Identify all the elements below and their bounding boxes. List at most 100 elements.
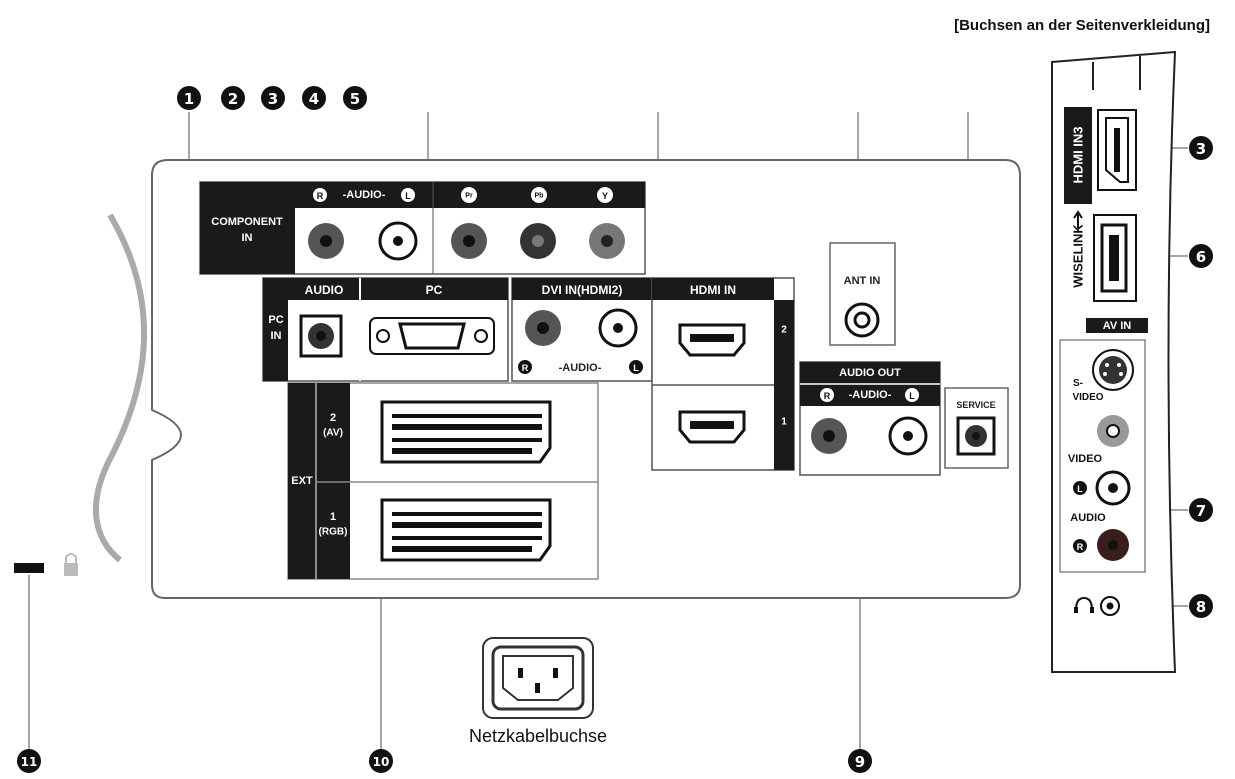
dvi-audio-r-jack — [525, 310, 561, 346]
component-in-block: COMPONENT IN R -AUDIO- L Pr Pb Y — [199, 181, 646, 275]
dvi-audio-label: -AUDIO- — [559, 362, 602, 374]
cable-curve — [92, 213, 148, 563]
side-wiselink-label: WISELINK — [1071, 224, 1086, 288]
hdmi-port-2 — [678, 323, 746, 357]
callout-1: 1 — [184, 90, 194, 108]
audio-out-block: AUDIO OUT R -AUDIO- L — [799, 361, 941, 476]
headphone-icon — [1074, 596, 1094, 613]
side-panel-title: [Buchsen an der Seitenverkleidung] — [954, 17, 1210, 34]
audio-out-sub: -AUDIO- — [849, 389, 892, 401]
audio-out-r-jack — [811, 418, 847, 454]
component-badge-r: R — [317, 191, 324, 201]
dvi-in-block: DVI IN(HDMI2) R -AUDIO- L — [511, 277, 653, 382]
pc-header: PC — [426, 283, 443, 297]
ext-block: EXT 2 (AV) 1 (RGB) — [287, 382, 599, 580]
pc-label-2: IN — [271, 330, 282, 342]
ext-label: EXT — [291, 475, 313, 487]
side-svideo-label-2: VIDEO — [1072, 392, 1103, 403]
component-pb: Pb — [535, 193, 544, 200]
callout-3-badge — [261, 86, 285, 110]
callout-3: 3 — [268, 90, 278, 108]
audio-out-header: AUDIO OUT — [839, 367, 901, 379]
power-socket — [482, 637, 594, 719]
component-audio-r-jack — [308, 223, 344, 259]
ext-port2-line1: 2 — [330, 412, 336, 424]
side-usb-port — [1093, 214, 1137, 302]
usb-icon — [1073, 210, 1083, 228]
pc-label-1: PC — [268, 314, 283, 326]
side-badge-l: L — [1077, 484, 1083, 494]
callout-8-badge — [1189, 594, 1213, 618]
side-hdmi3-port — [1097, 109, 1137, 191]
ant-label: ANT IN — [844, 275, 881, 287]
callout-10: 10 — [373, 755, 390, 769]
callout-2-badge — [221, 86, 245, 110]
side-svideo-label-1: S- — [1073, 378, 1083, 389]
callout-row: 1 2 3 4 5 — [177, 86, 367, 110]
dvi-badge-r: R — [522, 363, 529, 373]
ext-port2-line2: (AV) — [323, 428, 343, 439]
scart-port-1 — [380, 498, 552, 562]
component-y-jack — [589, 223, 625, 259]
audio-out-badge-l: L — [909, 391, 915, 401]
service-block: SERVICE — [944, 387, 1009, 469]
component-pr: Pr — [465, 193, 473, 200]
side-svideo-port — [1092, 349, 1134, 391]
callout-1-badge — [177, 86, 201, 110]
side-badge-r: R — [1077, 542, 1084, 552]
callout-6: 6 — [1196, 248, 1206, 266]
component-label-1: COMPONENT — [211, 216, 283, 228]
callout-5-badge — [343, 86, 367, 110]
power-label: Netzkabelbuchse — [469, 726, 607, 746]
hdmi-port-1-label: 1 — [781, 417, 787, 428]
callout-11: 11 — [21, 755, 38, 769]
callout-6-badge — [1189, 244, 1213, 268]
callout-11-badge — [17, 749, 41, 773]
callout-4-badge — [302, 86, 326, 110]
hdmi-header: HDMI IN — [690, 283, 736, 297]
ext-port1-line2: (RGB) — [319, 527, 348, 538]
side-av-in-label: AV IN — [1103, 320, 1132, 332]
side-video-label: VIDEO — [1068, 453, 1103, 465]
component-y: Y — [602, 191, 608, 201]
dvi-audio-l-jack — [598, 308, 638, 348]
ext-port1-line1: 1 — [330, 511, 336, 523]
side-audio-label: AUDIO — [1070, 512, 1106, 524]
dvi-header: DVI IN(HDMI2) — [542, 283, 623, 297]
audio-out-l-jack — [888, 416, 928, 456]
hdmi-in-block: HDMI IN 2 1 — [651, 277, 795, 471]
audio-out-badge-r: R — [824, 391, 831, 401]
component-badge-l: L — [405, 191, 411, 201]
side-audio-l-jack — [1095, 470, 1131, 506]
side-video-jack — [1097, 415, 1129, 447]
callout-2: 2 — [228, 90, 238, 108]
component-audio-l-jack — [378, 221, 418, 261]
lock-icon — [64, 553, 78, 576]
component-pb-jack — [520, 223, 556, 259]
side-headphone-jack — [1100, 596, 1120, 616]
pc-audio-header: AUDIO — [305, 283, 344, 297]
component-label-2: IN — [242, 232, 253, 244]
hdmi-port-2-label: 2 — [781, 325, 787, 336]
callout-9-badge — [848, 749, 872, 773]
side-panel: HDMI IN3 WISELINK AV IN S- VID — [1051, 50, 1177, 673]
side-hdmi3-label: HDMI IN3 — [1071, 126, 1086, 183]
lock-slot — [14, 563, 44, 573]
pc-in-block: PC IN AUDIO PC — [262, 277, 509, 382]
callout-4: 4 — [309, 90, 319, 108]
scart-port-2 — [380, 400, 552, 464]
callout-3-side-badge — [1189, 136, 1213, 160]
ant-in-block: ANT IN — [829, 242, 896, 346]
component-audio-header: -AUDIO- — [343, 189, 386, 201]
service-label: SERVICE — [956, 400, 995, 410]
callout-7-badge — [1189, 498, 1213, 522]
pc-audio-jack — [299, 314, 343, 358]
callout-9: 9 — [855, 753, 865, 771]
callout-5: 5 — [350, 90, 360, 108]
callout-8: 8 — [1196, 598, 1206, 616]
vga-port — [369, 317, 495, 355]
callout-3-side: 3 — [1196, 140, 1206, 158]
hdmi-port-1 — [678, 410, 746, 444]
component-pr-jack — [451, 223, 487, 259]
